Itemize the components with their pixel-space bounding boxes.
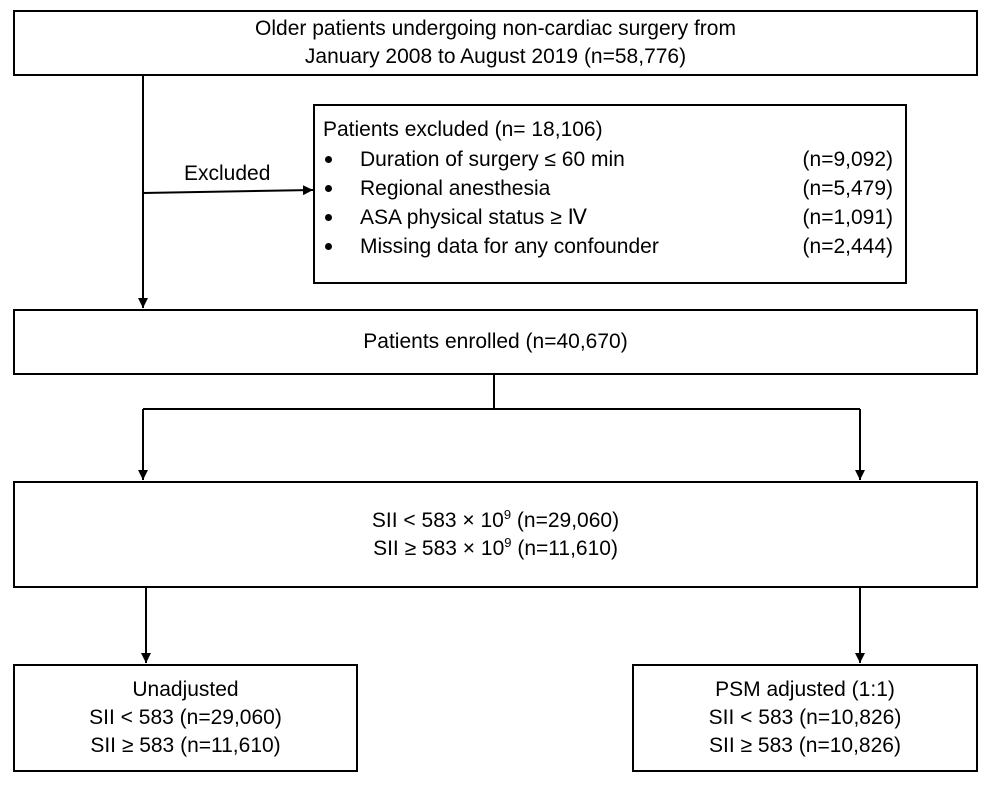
sii-high-exponent: 9: [504, 534, 512, 550]
sii-high-base: SII ≥ 583 × 10: [373, 536, 505, 560]
exclusion-item-count: (n=5,479): [802, 177, 893, 200]
exclusion-title: Patients excluded (n= 18,106): [323, 118, 603, 141]
bullet-icon: [325, 185, 332, 192]
exclusion-item-label: Missing data for any confounder: [360, 235, 659, 258]
sii-high-group: SII ≥ 583 × 109 (n=11,610): [373, 535, 618, 563]
enrolled-box: Patients enrolled (n=40,670): [13, 309, 978, 375]
sii-groups-box: SII < 583 × 109 (n=29,060) SII ≥ 583 × 1…: [13, 481, 978, 588]
sii-low-exponent: 9: [503, 506, 512, 522]
unadjusted-row-high: SII ≥ 583 (n=11,610): [90, 734, 281, 757]
exclusion-item-label: ASA physical status ≥ Ⅳ: [360, 206, 588, 229]
bullet-icon: [325, 214, 332, 221]
exclusion-box: Patients excluded (n= 18,106) Duration o…: [313, 104, 907, 284]
exclusion-item: Missing data for any confounder (n=2,444…: [323, 232, 893, 262]
psm-row-low: SII < 583 (n=10,826): [708, 706, 902, 729]
excluded-branch-arrow: [142, 185, 314, 196]
exclusion-item-label: Regional anesthesia: [360, 177, 551, 200]
unadjusted-box: Unadjusted SII < 583 (n=29,060) SII ≥ 58…: [13, 664, 358, 772]
exclusion-item-count: (n=1,091): [802, 206, 893, 229]
excluded-arrow-label: Excluded: [184, 162, 271, 185]
source-population-line1: Older patients undergoing non-cardiac su…: [255, 17, 736, 40]
psm-adjusted-box: PSM adjusted (1:1) SII < 583 (n=10,826) …: [632, 664, 978, 772]
sii-high-count: (n=11,610): [511, 536, 618, 560]
exclusion-item: Duration of surgery ≤ 60 min (n=9,092): [323, 145, 893, 175]
exclusion-item-count: (n=9,092): [802, 148, 893, 171]
exclusion-item: Regional anesthesia (n=5,479): [323, 174, 893, 204]
exclusion-item-label: Duration of surgery ≤ 60 min: [360, 148, 625, 171]
sii-low-base: SII < 583 × 10: [371, 508, 504, 532]
bullet-icon: [325, 243, 332, 250]
psm-title: PSM adjusted (1:1): [715, 678, 895, 701]
sii-low-count: (n=29,060): [511, 508, 620, 532]
enrolled-text: Patients enrolled (n=40,670): [363, 330, 628, 353]
unadjusted-title: Unadjusted: [132, 678, 239, 701]
unadjusted-row-low: SII < 583 (n=29,060): [89, 706, 282, 729]
exclusion-item-count: (n=2,444): [802, 235, 893, 258]
bullet-icon: [325, 156, 332, 163]
source-population-box: Older patients undergoing non-cardiac su…: [13, 10, 978, 76]
source-population-line2: January 2008 to August 2019 (n=58,776): [304, 45, 687, 68]
psm-row-high: SII ≥ 583 (n=10,826): [709, 734, 901, 757]
sii-low-group: SII < 583 × 109 (n=29,060): [372, 507, 619, 535]
exclusion-item: ASA physical status ≥ Ⅳ (n=1,091): [323, 203, 893, 233]
